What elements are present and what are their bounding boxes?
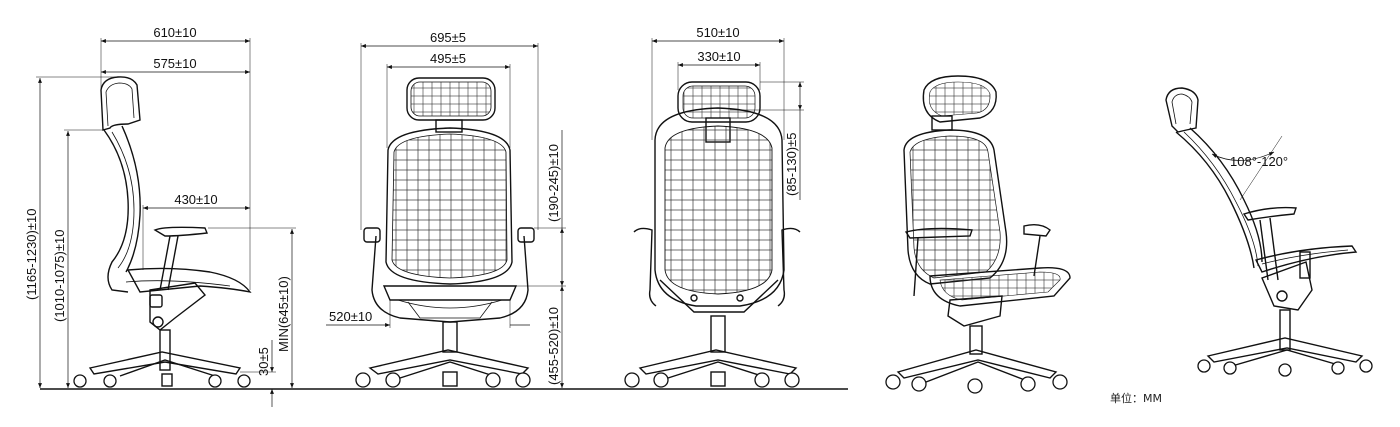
dim-recline-angle: 108°-120°: [1230, 154, 1288, 169]
dim-base-clearance: 30±5: [256, 347, 271, 376]
recline-view: 108°-120°: [1165, 87, 1373, 377]
dim-seat-height-min: MIN(645±10): [276, 276, 291, 352]
rear-view: 510±10 330±10 (85-130)±5: [624, 25, 804, 388]
dim-back-depth: 575±10: [153, 56, 196, 71]
dim-back-width: 495±5: [430, 51, 466, 66]
dim-back-height: (1010-1075)±10: [52, 230, 67, 322]
side-view: 610±10 575±10 430±10 (1165-1230)±10 (101…: [24, 25, 296, 407]
dim-seat-height: (455-520)±10: [546, 307, 561, 385]
unit-label: 单位：MM: [1110, 392, 1162, 405]
dim-overall-width: 695±5: [430, 30, 466, 45]
dim-armrest-height: (190-245)±10: [546, 144, 561, 222]
front-view: 695±5 495±5 520±10 (190-245)±10 (455-520…: [326, 30, 566, 388]
dim-headrest-width: 330±10: [697, 49, 740, 64]
dim-seat-width: 520±10: [329, 309, 372, 324]
dim-outer-width: 510±10: [696, 25, 739, 40]
dim-overall-height: (1165-1230)±10: [24, 209, 39, 300]
dim-headrest-adjust: (85-130)±5: [784, 132, 799, 196]
dim-overall-depth: 610±10: [153, 25, 196, 40]
perspective-view: [885, 75, 1071, 394]
dim-seat-depth: 430±10: [174, 192, 217, 207]
